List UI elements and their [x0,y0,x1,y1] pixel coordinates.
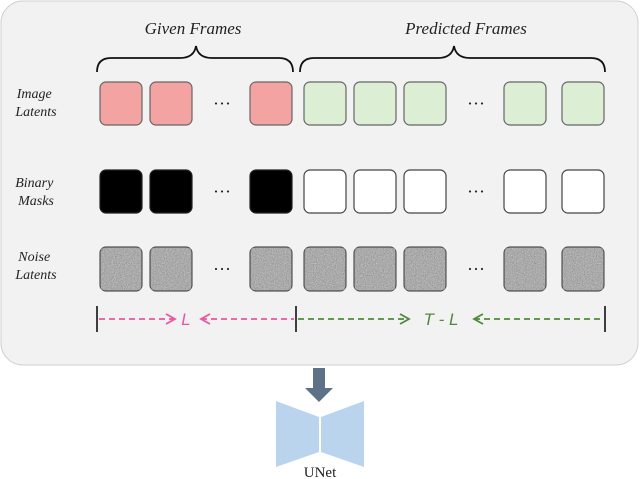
down-arrow-icon [305,368,333,402]
mask-predicted-frame [403,169,447,214]
mask-predicted-frame [353,169,397,214]
noise-given-frame-texture [251,248,291,290]
image-predicted-frame [303,81,347,126]
noise-predicted-frame-texture [355,248,395,290]
image-given-frame [149,81,193,126]
image-given-frame [99,81,143,126]
noise-given-ellipsis: ··· [213,259,231,279]
noise-predicted-frame-texture [405,248,445,290]
mask-predicted-ellipsis: ··· [467,182,485,202]
frame-grid: ··· ··· ··· ··· ··· ··· [99,81,605,292]
mask-predicted-frame [561,169,605,214]
given-span-arrowhead-right [199,313,211,325]
noise-predicted-frame-texture [305,248,345,290]
predicted-span-label: T - L [424,310,459,329]
predicted-span-arrowhead-left [399,313,411,325]
unet-encoder [276,401,319,467]
image-given-ellipsis: ··· [213,94,231,114]
mask-given-ellipsis: ··· [213,182,231,202]
noise-given-frame-texture [101,248,141,290]
unet-decoder [321,401,364,467]
image-predicted-frame [353,81,397,126]
noise-predicted-ellipsis: ··· [467,259,485,279]
predicted-span-arrowhead-right [472,313,484,325]
mask-predicted-frame [503,169,547,214]
mask-predicted-frame [303,169,347,214]
unet-icon [276,401,364,467]
image-predicted-frame [561,81,605,126]
given-span: L [96,306,297,332]
image-predicted-ellipsis: ··· [467,94,485,114]
predicted-span: T - L [298,306,606,332]
noise-latents-label: Noise Latents [14,250,57,283]
given-frames-header: Given Frames [145,19,242,38]
given-span-arrowhead-left [165,313,177,325]
binary-masks-label: Binary Masks [15,176,57,209]
predicted-frames-header: Predicted Frames [404,19,527,38]
image-predicted-frame [503,81,547,126]
predicted-frames-brace [299,45,606,73]
mask-given-frame [149,169,193,214]
image-predicted-frame [403,81,447,126]
noise-given-frame-texture [151,248,191,290]
noise-predicted-frame-texture [505,248,545,290]
given-span-label: L [181,310,190,329]
image-latents-label: Image Latents [14,87,57,120]
mask-given-frame [249,169,293,214]
given-frames-brace [96,45,294,73]
image-given-frame [249,81,293,126]
noise-predicted-frame-texture [563,248,603,290]
unet-label: UNet [304,465,337,479]
mask-given-frame [99,169,143,214]
